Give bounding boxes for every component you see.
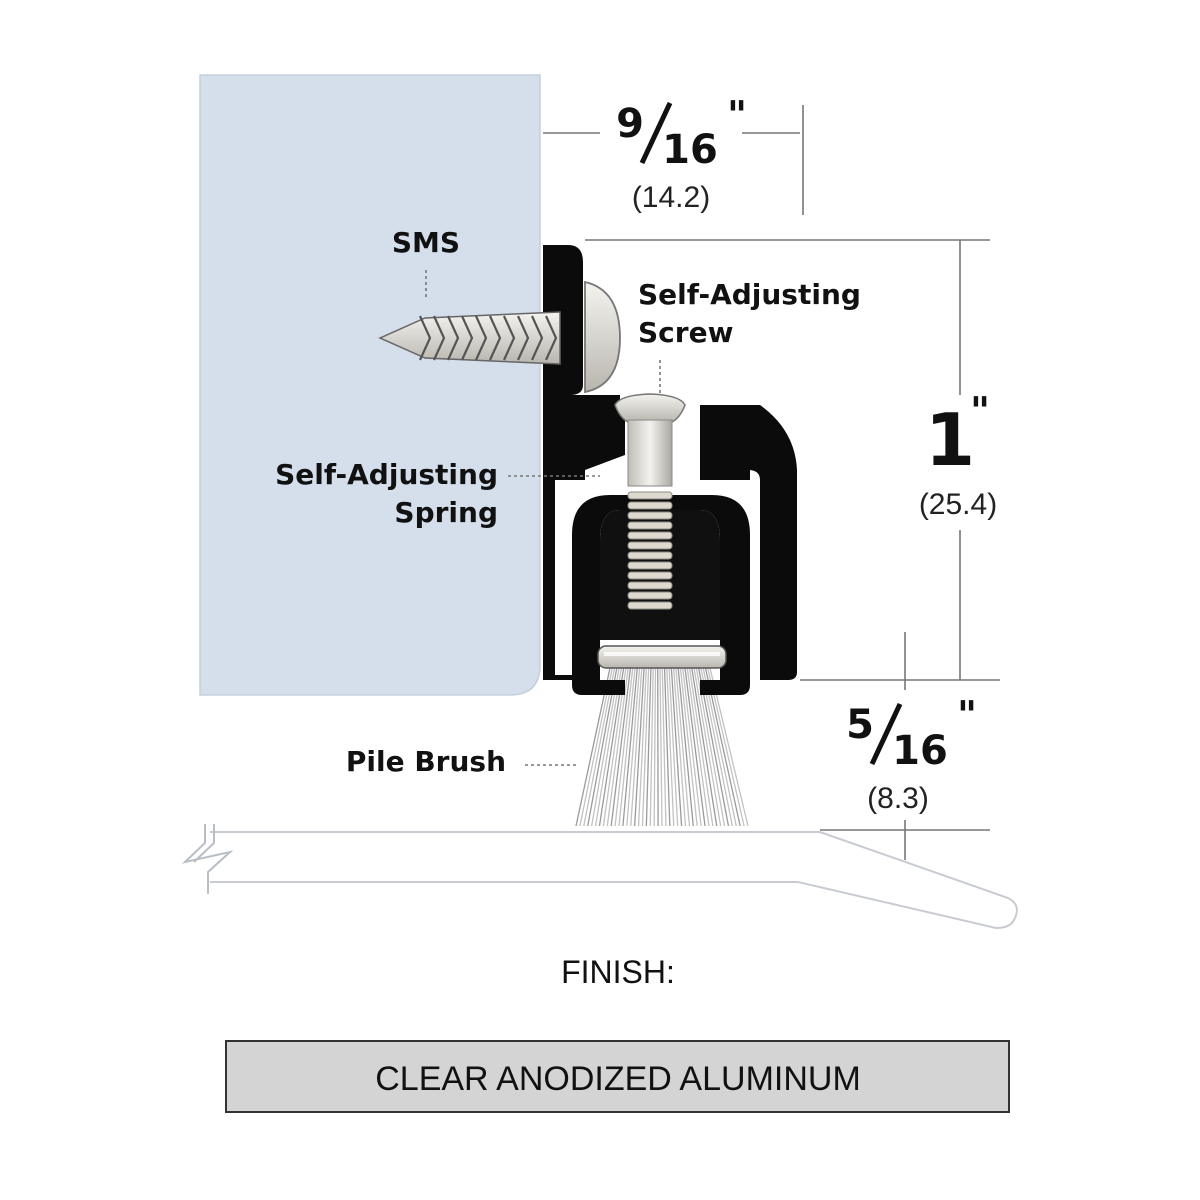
gap-metric: (8.3) [867,782,929,815]
width-denominator: 16 [662,127,718,173]
screw-label-line2: Screw [638,316,733,349]
threshold [181,824,1018,930]
dimension-lines [543,105,1000,860]
break-symbol [181,824,234,894]
finish-value: CLEAR ANODIZED ALUMINUM [375,1060,861,1098]
width-unit: " [727,93,747,137]
sms-screw [378,280,621,394]
height-dimension: 1 " (25.4) [919,389,997,521]
spring-label-line1: Self-Adjusting [275,458,498,491]
gap-denominator: 16 [892,728,948,774]
finish-box [225,1040,1010,1113]
brush-holder [597,645,727,669]
pile-brush-label: Pile Brush [346,745,506,778]
sms-label: SMS [392,226,460,259]
width-dimension: 9 16 " (14.2) [616,93,747,214]
height-metric: (25.4) [919,488,997,521]
width-metric: (14.2) [632,181,710,214]
gap-numerator: 5 [846,702,874,748]
leader-lines [425,270,661,766]
door-panel [199,74,541,696]
gap-unit: " [957,693,977,737]
spring-label-line2: Spring [394,496,498,529]
height-unit: " [970,389,990,433]
screw-label-line1: Self-Adjusting [638,278,861,311]
width-numerator: 9 [616,101,644,147]
height-value: 1 [925,398,975,482]
finish-heading: FINISH: [561,954,675,990]
self-adjusting-screw [614,393,686,610]
gap-dimension: 5 16 " (8.3) [846,693,977,815]
